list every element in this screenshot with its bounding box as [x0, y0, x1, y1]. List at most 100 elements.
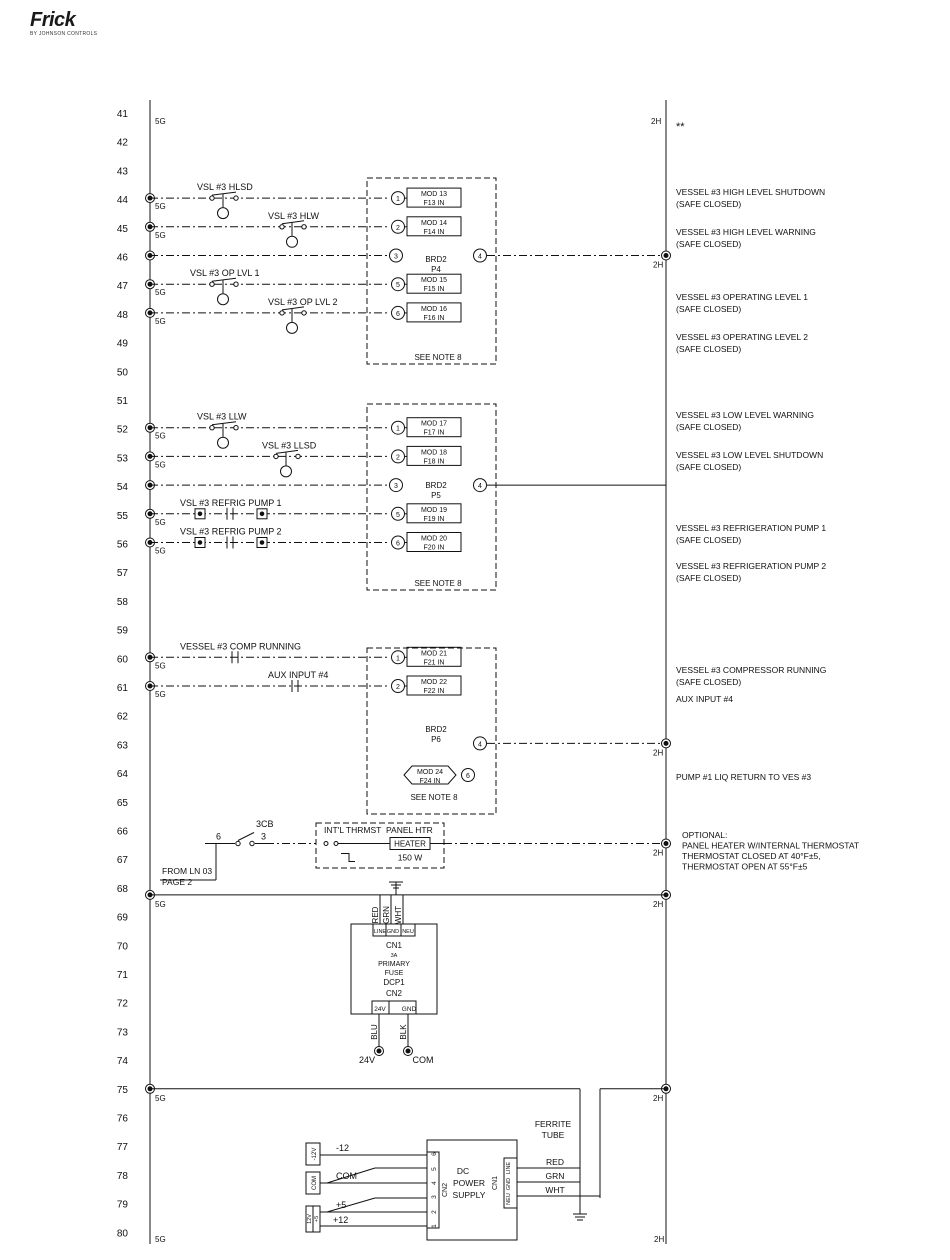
input-label: VSL #3 LLW — [197, 412, 247, 422]
dc-tag: 12V — [307, 1214, 313, 1224]
description-line1: VESSEL #3 REFRIGERATION PUMP 2 — [676, 561, 826, 571]
psu-output-node — [405, 1048, 411, 1054]
psu-body-label: CN2 — [386, 989, 403, 998]
row-number: 61 — [117, 683, 129, 694]
board-port: P6 — [431, 735, 441, 744]
description-line1: VESSEL #3 OPERATING LEVEL 2 — [676, 332, 808, 342]
breaker-left-wire: 6 — [216, 832, 221, 842]
rail-tag-left: 5G — [155, 117, 166, 126]
module-box — [406, 302, 462, 323]
row-number: 42 — [117, 138, 129, 149]
pin-number: 5 — [396, 512, 400, 519]
module-name: MOD 13 — [421, 191, 447, 198]
module-input: F20 IN — [423, 545, 444, 552]
psu-body-label: DCP1 — [383, 978, 405, 987]
pin-number: 6 — [396, 311, 400, 318]
module-name: MOD 15 — [421, 277, 447, 284]
description-line2: (SAFE CLOSED) — [676, 422, 741, 432]
module-box — [406, 273, 462, 294]
float-ball — [217, 293, 229, 306]
row-number: 48 — [117, 310, 129, 321]
module-box — [406, 532, 462, 552]
description-line2: (SAFE CLOSED) — [676, 199, 741, 209]
description-line1: VESSEL #3 REFRIGERATION PUMP 1 — [676, 523, 826, 533]
rail-tag: 5G — [155, 547, 166, 556]
module-box — [406, 216, 462, 237]
output-module — [403, 765, 457, 785]
optional-note: PANEL HEATER W/INTERNAL THERMOSTAT — [682, 841, 859, 851]
switch-contact-b — [233, 195, 239, 201]
description-line1: VESSEL #3 HIGH LEVEL SHUTDOWN — [676, 187, 825, 197]
psu-output-node — [376, 1048, 382, 1054]
row-number: 69 — [117, 913, 129, 924]
breaker-right-wire: 3 — [261, 832, 266, 842]
row-number: 73 — [117, 1027, 129, 1038]
description-line2: (SAFE CLOSED) — [676, 462, 741, 472]
switch-contact-b — [233, 425, 239, 431]
input-label: VSL #3 OP LVL 1 — [190, 268, 260, 278]
dc-wire-color: GRN — [546, 1171, 565, 1181]
heater-node — [663, 841, 669, 846]
psu-body-label: FUSE — [385, 970, 404, 977]
rail-tag: 5G — [155, 460, 166, 469]
row-number: 68 — [117, 884, 129, 895]
float-ball — [286, 235, 298, 248]
dc-tag: -12V — [312, 1148, 318, 1161]
from-line: FROM LN 03 — [162, 866, 212, 876]
dc-psu-label: SUPPLY — [453, 1190, 486, 1200]
row-number: 47 — [117, 281, 129, 292]
row-number: 41 — [117, 109, 129, 120]
module-box — [406, 503, 462, 524]
row-number: 44 — [117, 195, 129, 206]
description-line2: (SAFE CLOSED) — [676, 677, 741, 687]
description-line1: VESSEL #3 COMPRESSOR RUNNING — [676, 665, 826, 675]
module-name: MOD 20 — [421, 536, 447, 543]
row-number: 76 — [117, 1114, 129, 1125]
ferrite-label: FERRITE — [535, 1119, 572, 1129]
module-input: F13 IN — [423, 200, 444, 207]
rail-tag: 5G — [155, 518, 166, 527]
row-number: 77 — [117, 1142, 129, 1153]
row-number: 45 — [117, 224, 129, 235]
breaker-contact-a — [235, 840, 241, 847]
switch-contact-a — [273, 453, 279, 460]
heater-box — [315, 822, 445, 869]
brand-sub: BY JOHNSON CONTROLS — [30, 31, 98, 37]
switch-contact-a — [279, 310, 285, 316]
cn2-terminal: 3 — [431, 1195, 438, 1199]
description-labels: VESSEL #3 HIGH LEVEL SHUTDOWN (SAFE CLOSE… — [676, 187, 826, 782]
row-number: 56 — [117, 540, 129, 551]
pin-number: 1 — [396, 196, 400, 203]
pump-terminal-b-dot — [259, 540, 265, 545]
pin-number: 6 — [396, 541, 400, 548]
rail-tag: 5G — [155, 661, 166, 670]
optional-note: THERMOSTAT CLOSED AT 40°F±5, — [682, 851, 821, 861]
description-line1: VESSEL #3 OPERATING LEVEL 1 — [676, 292, 808, 302]
frick-logo: Frick BY JOHNSON CONTROLS — [30, 10, 110, 42]
pin-number: 4 — [478, 741, 482, 748]
psu-input-terminal: LINE — [374, 929, 387, 935]
rail-tag-left: 5G — [155, 1235, 166, 1244]
rail-tag: 5G — [155, 317, 166, 326]
rail-tag: 5G — [155, 1094, 166, 1103]
board-outline — [366, 177, 497, 365]
pin-number: 1 — [396, 426, 400, 433]
psu-body-label: PRIMARY — [378, 961, 410, 968]
pin-number: 5 — [396, 282, 400, 289]
float-ball — [280, 465, 292, 478]
cn1-terminal: NEU — [506, 1193, 512, 1205]
rail-tag: 2H — [653, 849, 663, 858]
switch-contact-a — [209, 195, 215, 201]
board-name: BRD2 — [425, 481, 447, 490]
module-input: F15 IN — [423, 286, 444, 293]
panel-heater-label: PANEL HTR — [386, 825, 433, 835]
rail-tag-right: 2H — [654, 1235, 664, 1244]
rail-tag: 2H — [653, 1094, 663, 1103]
psu-input-terminal: GND — [387, 929, 399, 935]
module-input: F19 IN — [423, 516, 444, 523]
row-number: 74 — [117, 1056, 129, 1067]
psu-input-wire-color: GRN — [382, 906, 391, 924]
dc-tag: +5 — [314, 1216, 320, 1222]
